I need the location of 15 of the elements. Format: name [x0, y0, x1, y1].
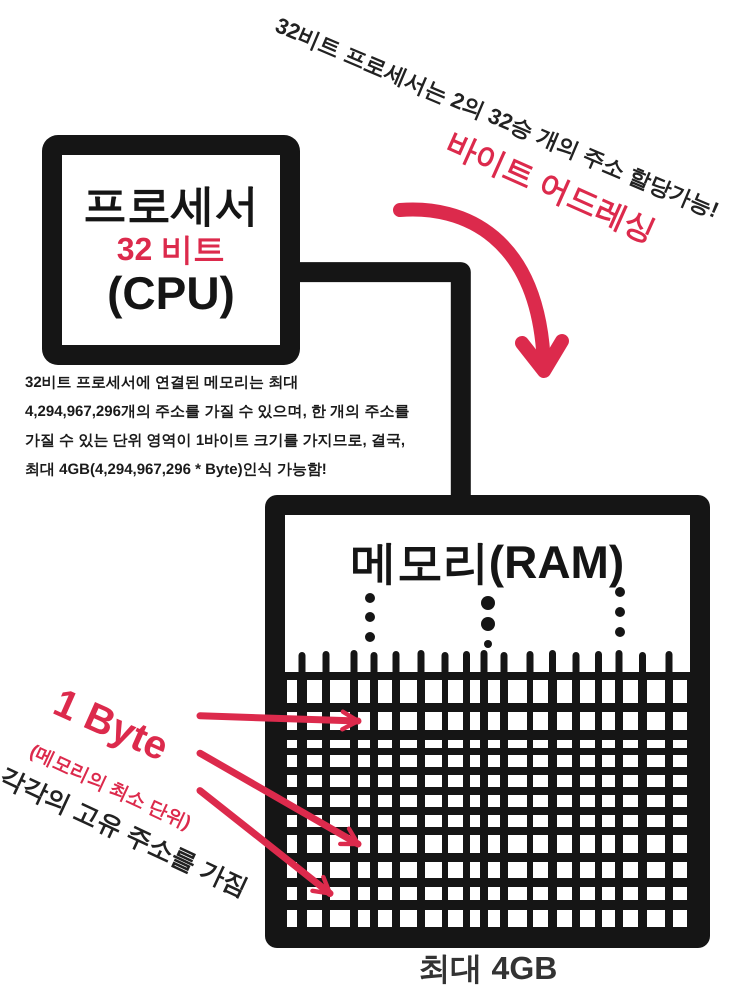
arrow	[196, 750, 362, 848]
memory-cell	[358, 712, 370, 730]
capacity-label: 최대 4GB	[418, 949, 558, 987]
memory-box	[265, 495, 710, 948]
memory-title: 메모리(RAM)	[350, 537, 626, 587]
bit-width-label: 32 비트	[116, 231, 226, 267]
cpu-label: (CPU)	[107, 267, 235, 319]
memory-cell	[358, 835, 370, 853]
processor-box	[42, 135, 300, 365]
arrow	[196, 787, 334, 897]
connector-line	[300, 262, 471, 495]
processor-title: 프로세서	[83, 181, 259, 231]
description-paragraph: 32비트 프로세서에 연결된 메모리는 최대 4,294,967,296개의 주소를 가질 수 있으며, 한 개의 주소를 가질 수 있는 단위 영역이 1바이트 크기를 가지므로, 결국, 최대 4GB(4,294,967,296 * Byte)인식 가능함!	[25, 373, 410, 480]
arrow	[196, 710, 362, 732]
memory-cell	[330, 887, 350, 900]
